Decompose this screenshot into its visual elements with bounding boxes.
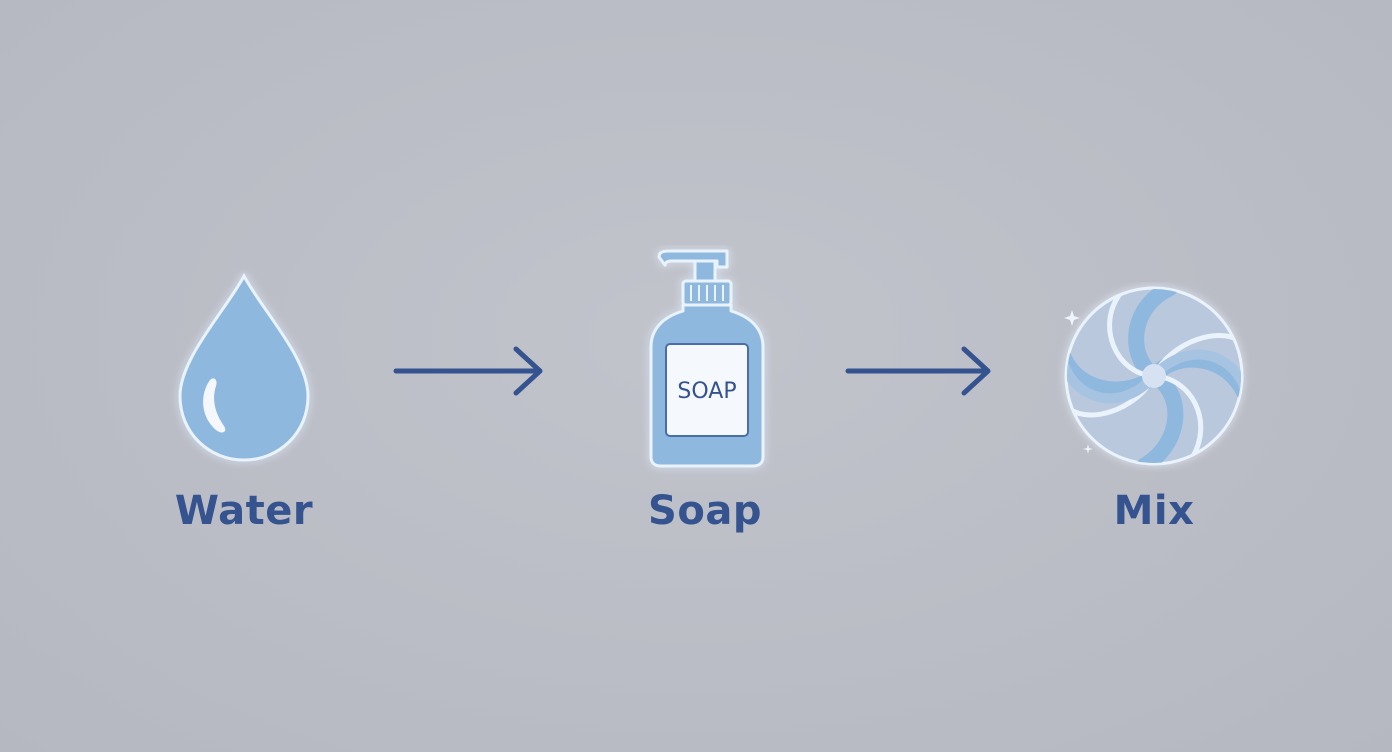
step-mix: Mix	[1024, 282, 1284, 550]
swirl-icon	[1024, 282, 1284, 472]
step-soap: SOAP Soap	[575, 245, 835, 550]
arrow-right-icon	[392, 343, 552, 403]
bottle-label-text: SOAP	[677, 379, 736, 404]
water-drop-icon	[114, 270, 374, 470]
step-label-water: Water	[174, 488, 314, 534]
step-label-soap: Soap	[648, 488, 762, 534]
step-water: Water	[114, 270, 374, 550]
soap-bottle-icon: SOAP	[575, 245, 835, 475]
arrow-right-icon	[844, 343, 1004, 403]
step-label-mix: Mix	[1113, 488, 1195, 534]
